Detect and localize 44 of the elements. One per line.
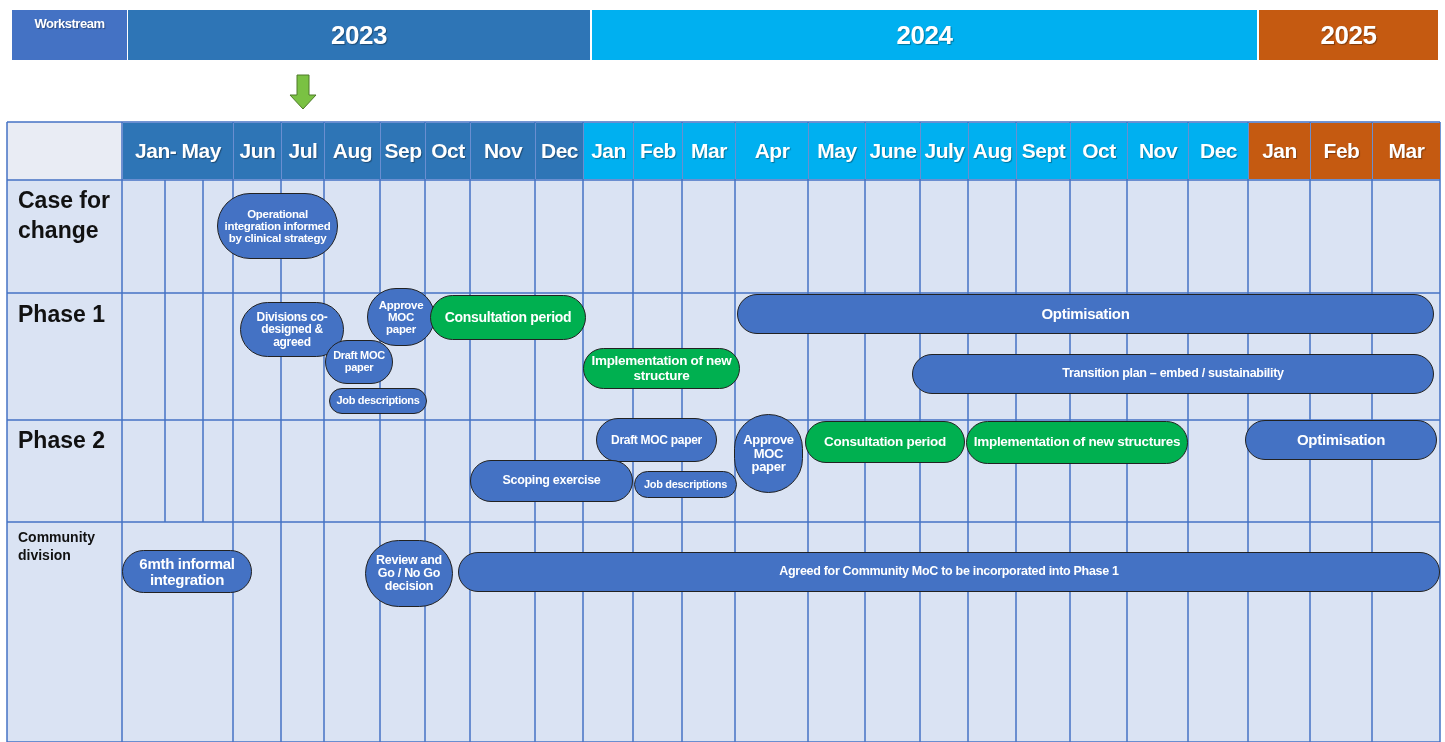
task-pill: Draft MOC paper <box>596 418 717 462</box>
month-header: June <box>866 123 920 179</box>
row-header: Case for change <box>18 186 112 245</box>
month-header: Dec <box>1189 123 1248 179</box>
row-header: Community division <box>18 528 96 565</box>
milestone-pill: Consultation period <box>430 295 586 340</box>
workstream-header: Workstream <box>12 10 127 60</box>
year-header: 2023 <box>128 10 590 60</box>
month-header: Sep <box>381 123 425 179</box>
task-pill: Optimisation <box>1245 420 1437 460</box>
task-pill: Job descriptions <box>329 388 427 414</box>
month-header: July <box>921 123 968 179</box>
month-header: Nov <box>471 123 535 179</box>
month-header: Dec <box>536 123 583 179</box>
month-header: Aug <box>969 123 1016 179</box>
month-header: Nov <box>1128 123 1188 179</box>
task-pill: Optimisation <box>737 294 1434 334</box>
row-header: Phase 2 <box>18 426 106 455</box>
month-header: Jan <box>584 123 633 179</box>
task-pill: Agreed for Community MoC to be incorporated into Phase 1 <box>458 552 1440 592</box>
month-header: Jun <box>234 123 281 179</box>
month-header: Sept <box>1017 123 1070 179</box>
row-header: Phase 1 <box>18 300 106 329</box>
task-pill: Job descriptions <box>634 471 737 498</box>
task-pill: 6mth informal integration <box>122 550 252 593</box>
milestone-pill: Implementation of new structures <box>966 421 1188 464</box>
month-header: Jul <box>282 123 324 179</box>
year-header: 2025 <box>1259 10 1438 60</box>
milestone-pill: Implementation of new structure <box>583 348 740 389</box>
month-header: May <box>809 123 865 179</box>
month-header: Mar <box>683 123 735 179</box>
task-pill: Scoping exercise <box>470 460 633 502</box>
month-header: Jan- May <box>123 123 233 179</box>
task-pill: Transition plan – embed / sustainability <box>912 354 1434 394</box>
month-header: Aug <box>325 123 380 179</box>
month-header: Oct <box>426 123 470 179</box>
month-header: Mar <box>1373 123 1440 179</box>
month-header: Apr <box>736 123 808 179</box>
milestone-pill: Consultation period <box>805 421 965 463</box>
month-header: Feb <box>634 123 682 179</box>
month-header: Jan <box>1249 123 1310 179</box>
month-header: Oct <box>1071 123 1127 179</box>
month-header: Feb <box>1311 123 1372 179</box>
year-header: 2024 <box>592 10 1257 60</box>
